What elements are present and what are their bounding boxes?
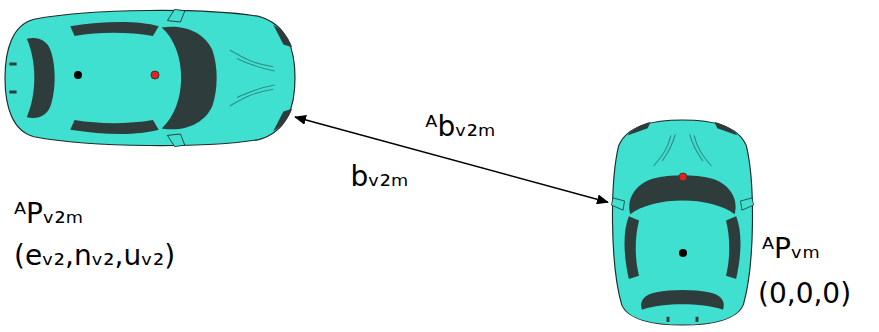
- position-label: ᴬPᵥₘ: [762, 233, 820, 265]
- car-node: ᴬPᵥ₂ₘ(eᵥ₂,nᵥ₂,uᵥ₂): [5, 5, 295, 150]
- vector-label: ᴬbᵥ₂ₘ: [422, 111, 498, 143]
- vector-label: bᵥ₂ₘ: [347, 161, 411, 193]
- car-node: ᴬPᵥₘ(0,0,0): [608, 120, 757, 325]
- position-label: ᴬPᵥ₂ₘ: [14, 198, 83, 230]
- antenna-dot: [679, 173, 687, 181]
- left-car: [5, 9, 295, 146]
- position-label: (0,0,0): [758, 278, 851, 310]
- reference-dot: [74, 71, 82, 79]
- position-label: (eᵥ₂,nᵥ₂,uᵥ₂): [14, 240, 175, 272]
- right-car: [611, 120, 753, 325]
- reference-dot: [679, 249, 687, 257]
- antenna-dot: [151, 71, 159, 79]
